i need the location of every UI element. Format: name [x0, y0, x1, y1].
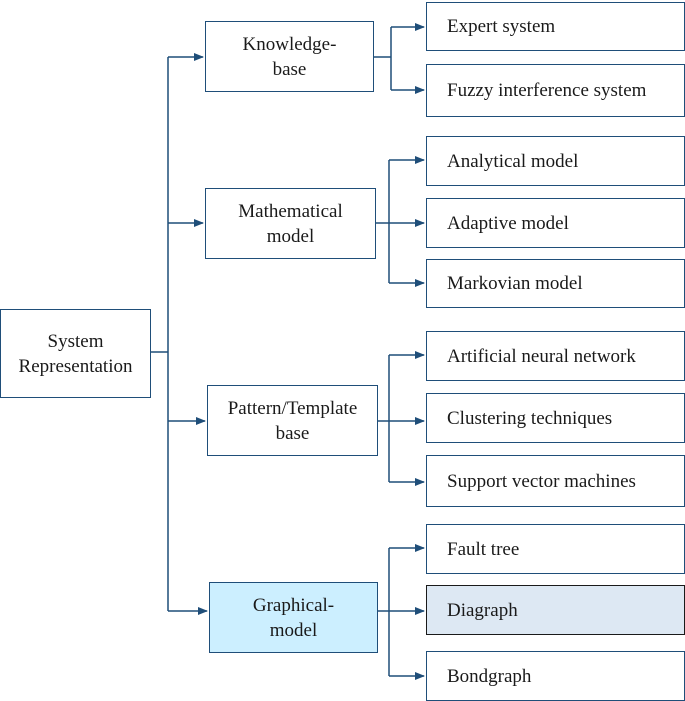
category-mathematical-model: Mathematical model [205, 188, 376, 259]
category-label: Mathematical model [238, 200, 343, 247]
item-label: Bondgraph [447, 665, 532, 687]
item-label: Artificial neural network [447, 345, 636, 367]
item-label: Diagraph [447, 599, 518, 621]
item-support-vector-machines: Support vector machines [426, 455, 685, 507]
item-expert-system: Expert system [426, 2, 685, 51]
item-bondgraph: Bondgraph [426, 651, 685, 701]
category-label: Knowledge- base [242, 33, 337, 80]
item-clustering-techniques: Clustering techniques [426, 393, 685, 443]
item-label: Clustering techniques [447, 407, 613, 429]
item-label: Fuzzy interference system [447, 80, 647, 101]
category-graphical-model: Graphical- model [209, 582, 378, 653]
item-label: Markovian model [447, 273, 583, 294]
item-label: Adaptive model [447, 212, 569, 234]
item-label: Expert system [447, 16, 556, 37]
item-analytical-model: Analytical model [426, 136, 685, 186]
item-adaptive-model: Adaptive model [426, 198, 685, 248]
item-markovian-model: Markovian model [426, 259, 685, 308]
item-fuzzy-interference-system: Fuzzy interference system [426, 64, 685, 117]
category-label: Pattern/Template base [227, 397, 358, 444]
item-label: Support vector machines [447, 470, 636, 492]
item-label: Fault tree [447, 538, 520, 560]
root-label: System Representation [18, 330, 133, 377]
category-label: Graphical- model [252, 594, 335, 641]
item-artificial-neural-network: Artificial neural network [426, 331, 685, 381]
root-node-system-representation: System Representation [0, 309, 151, 398]
item-label: Analytical model [447, 150, 579, 172]
item-fault-tree: Fault tree [426, 524, 685, 574]
item-diagraph: Diagraph [426, 585, 685, 635]
category-knowledge-base: Knowledge- base [205, 21, 374, 92]
category-pattern-template-base: Pattern/Template base [207, 385, 378, 456]
